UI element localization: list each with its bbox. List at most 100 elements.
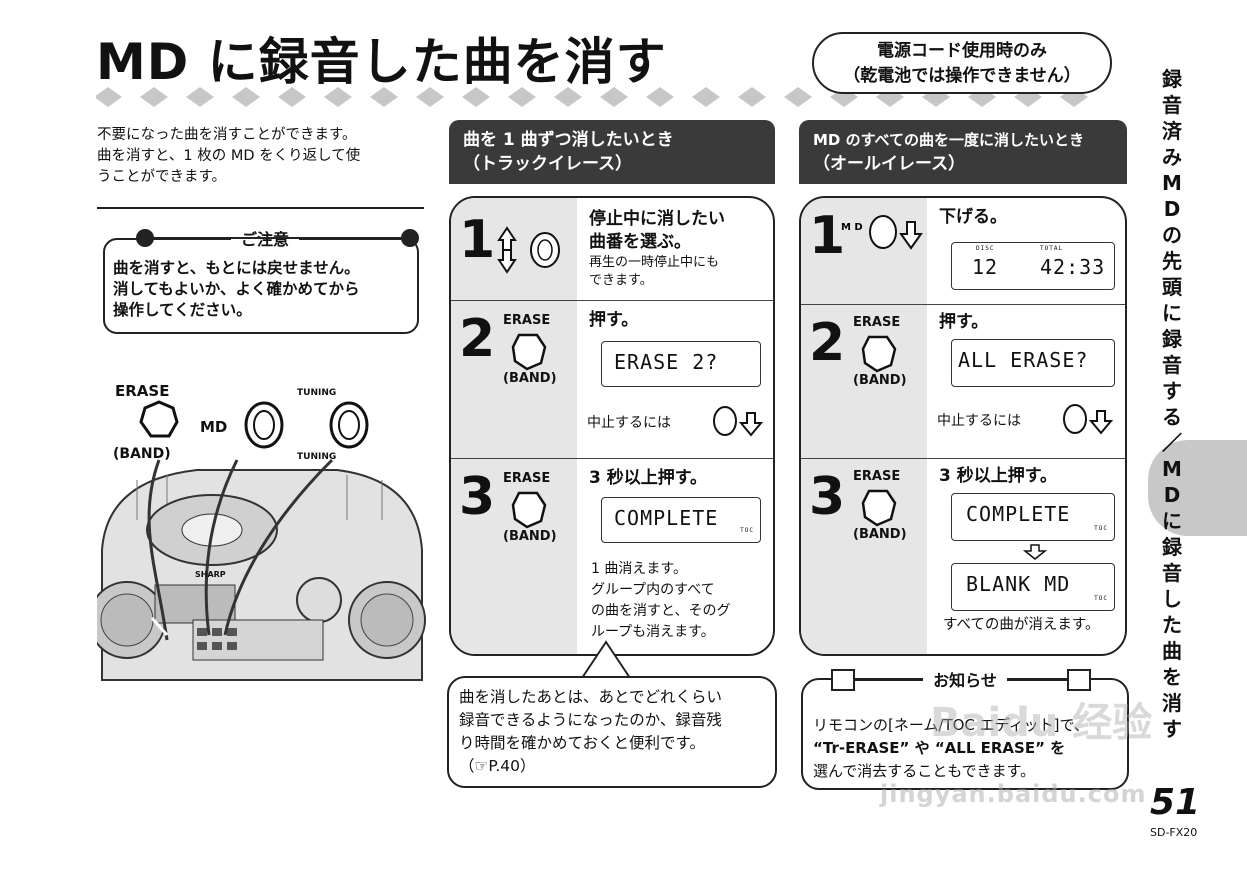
lcd-display: DISC TOTAL 12 42:33: [951, 242, 1115, 290]
power-note-line1: 電源コード使用時のみ: [877, 41, 1047, 61]
track-step-2: 2 ERASE (BAND) 押す。 ERASE 2? 中止するには: [451, 300, 773, 458]
side-tab-char: に: [1162, 301, 1182, 325]
track-step-1: 1 停止中に消したい 曲番を選ぶ。 再生の一時停止中にも できます。: [451, 198, 773, 300]
caution-line: 操作してください。: [113, 301, 252, 319]
erase-label: ERASE: [853, 469, 901, 484]
all-step-2: 2 ERASE (BAND) 押す。 ALL ERASE? 中止するには: [801, 304, 1125, 458]
md-label: MD: [200, 418, 228, 436]
intro-line: 曲を消すと、1 枚の MD をくり返して使: [97, 148, 361, 164]
tip-callout: 曲を消したあとは、あとでどれくらい 録音できるようになったのか、録音残 り時間を…: [447, 676, 777, 788]
diamond-shape: [462, 87, 490, 107]
step-text: 押す。: [589, 310, 639, 330]
md-lever-icon: [713, 406, 764, 437]
power-note-line2: （乾電池では操作できません）: [843, 66, 1081, 86]
step-number: 2: [809, 313, 846, 373]
track-erase-header: 曲を 1 曲ずつ消したいとき （トラックイレース）: [449, 120, 775, 184]
svg-text:M D: M D: [841, 222, 863, 233]
md-lever-icon: M D: [841, 215, 923, 250]
step-number: 1: [809, 206, 846, 266]
diamond-shape: [508, 87, 536, 107]
lcd-display: COMPLETE TOC: [951, 493, 1115, 541]
side-tab-char: M: [1162, 457, 1182, 481]
step-text: 3 秒以上押す。: [589, 468, 708, 488]
step-number: 3: [809, 467, 846, 527]
lcd-display: COMPLETE TOC: [601, 497, 761, 543]
tuning-label: TUNING: [297, 388, 337, 398]
diamond-shape: [278, 87, 306, 107]
tape-icon: [831, 669, 855, 691]
intro-line: うことができます。: [97, 169, 227, 185]
side-tab-char: 録: [1162, 67, 1182, 91]
all-erase-header: MD のすべての曲を一度に消したいとき （オールイレース）: [799, 120, 1127, 184]
side-tab-char: ／: [1162, 431, 1182, 455]
step-number: 1: [459, 210, 496, 270]
diamond-shape: [738, 87, 766, 107]
watermark: Baidu 经验: [930, 700, 1153, 746]
diamond-shape: [784, 87, 812, 107]
caution-title: ご注意: [120, 226, 410, 250]
side-tab-char: に: [1162, 509, 1182, 533]
side-tab-char: の: [1162, 223, 1182, 247]
diamond-shape: [554, 87, 582, 107]
side-tab-char: す: [1162, 717, 1182, 741]
tuning-lever-icon: [497, 226, 560, 274]
caution-pins: [136, 229, 419, 247]
erase-button-icon: [511, 333, 547, 371]
side-tab-char: す: [1162, 379, 1182, 403]
boombox-drawing: [88, 400, 426, 681]
step-text: 停止中に消したい 曲番を選ぶ。 再生の一時停止中にも できます。: [589, 209, 725, 288]
side-tab-char: 音: [1162, 353, 1182, 377]
side-tab-char: を: [1162, 665, 1182, 689]
diamond-shape: [186, 87, 214, 107]
erase-label: ERASE: [115, 382, 170, 400]
page-title: MD に録音した曲を消す: [96, 33, 667, 91]
erase-button-icon: [139, 400, 179, 438]
watermark-url: jingyan.baidu.com: [880, 780, 1147, 808]
md-lever-icon: [1063, 404, 1114, 435]
divider: [97, 207, 424, 209]
diamond-shape: [416, 87, 444, 107]
erase-button-icon: [861, 335, 897, 373]
diamond-shape: [324, 87, 352, 107]
step-text: 押す。: [939, 312, 989, 332]
caution-line: 曲を消すと、もとには戻せません。: [113, 259, 360, 277]
track-erase-panel: 1 停止中に消したい 曲番を選ぶ。 再生の一時停止中にも できます。 2 ERA…: [449, 196, 775, 656]
side-tab-char: み: [1162, 145, 1182, 169]
side-tab-char: D: [1163, 483, 1181, 507]
diamond-shape: [96, 87, 122, 107]
caution-line: 消してもよいか、よく確かめてから: [113, 280, 360, 298]
side-tab-char: 音: [1162, 561, 1182, 585]
lcd-display: BLANK MD TOC: [951, 563, 1115, 611]
band-label: (BAND): [503, 371, 557, 386]
side-tab-char: し: [1162, 587, 1182, 611]
erase-label: ERASE: [503, 313, 551, 328]
side-tab-char: 音: [1162, 93, 1182, 117]
pin-icon: [136, 229, 154, 247]
side-tab-char: 消: [1162, 691, 1182, 715]
side-tab-char: る: [1162, 405, 1182, 429]
page-number: 51: [1150, 782, 1201, 823]
erase-label: ERASE: [853, 315, 901, 330]
step-number: 3: [459, 467, 496, 527]
brand-label: SHARP: [195, 570, 226, 579]
band-label: (BAND): [503, 529, 557, 544]
erase-label: ERASE: [503, 471, 551, 486]
band-label: (BAND): [853, 373, 907, 388]
side-tab-char: た: [1162, 613, 1182, 637]
pin-icon: [401, 229, 419, 247]
step-number: 2: [459, 309, 496, 369]
intro-text: 不要になった曲を消すことができます。 曲を消すと、1 枚の MD をくり返して使…: [97, 125, 427, 188]
all-step-3: 3 ERASE (BAND) 3 秒以上押す。 COMPLETE TOC BLA…: [801, 458, 1125, 654]
band-label: (BAND): [113, 446, 171, 462]
side-tab-char: M: [1162, 171, 1182, 195]
all-erase-panel: 1 M D 下げる。 DISC TOTAL 12 42:33 2 ERASE (…: [799, 196, 1127, 656]
side-tab-char: D: [1163, 197, 1181, 221]
intro-line: 不要になった曲を消すことができます。: [97, 127, 357, 143]
info-title: お知らせ: [820, 667, 1110, 691]
callout-pointer: [581, 640, 631, 679]
device-illustration: ERASE (BAND) MD TUNING TUNING SHARP: [88, 380, 427, 700]
all-step-1: 1 M D 下げる。 DISC TOTAL 12 42:33: [801, 198, 1125, 304]
power-note: 電源コード使用時のみ （乾電池では操作できません）: [812, 32, 1112, 94]
diamond-shape: [370, 87, 398, 107]
